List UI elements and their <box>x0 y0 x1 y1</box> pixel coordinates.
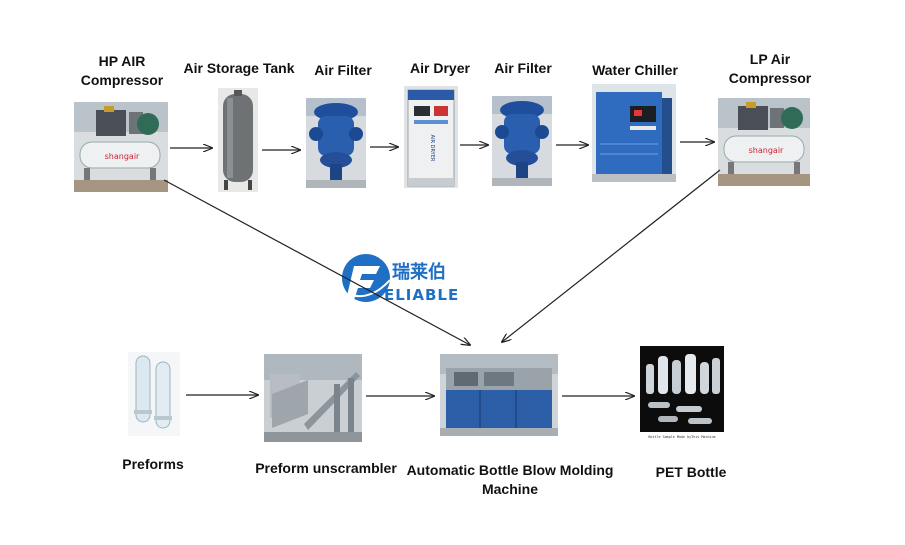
arrow-lp-to-blow-molding <box>502 170 720 342</box>
arrow-hp-to-blow-molding <box>164 180 470 345</box>
